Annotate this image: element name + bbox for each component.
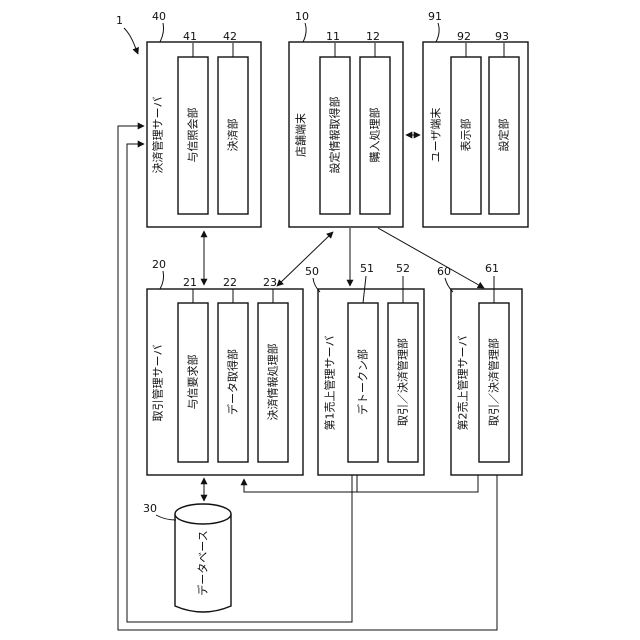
sales-server-1-label: 第1売上管理サーバ: [323, 336, 337, 431]
sales-server-1-ref: 50: [305, 265, 319, 278]
settings-acquisition-label: 設定情報取得部: [328, 97, 342, 174]
trans-settle-mgmt-2-ref: 61: [485, 262, 499, 275]
trans-settle-mgmt-2-label: 取引／決済管理部: [487, 338, 501, 426]
database-ref: 30: [143, 502, 157, 515]
display-label: 表示部: [459, 119, 473, 152]
credit-request-ref: 21: [183, 276, 197, 289]
sales-server-1-block: 50 第1売上管理サーバ 51 デトークン部 52 取引／決済管理部: [305, 262, 424, 475]
system-ref-label: 1: [116, 14, 123, 27]
payment-server-block: 40 決済管理サーバ 41 与信照会部 42 決済部: [147, 10, 261, 227]
setting-label: 設定部: [497, 119, 511, 152]
user-terminal-leader: [436, 23, 439, 42]
system-ref-arrow: [124, 28, 138, 54]
settlement-ref: 42: [223, 30, 237, 43]
data-acquisition-label: データ取得部: [226, 349, 240, 415]
detokenize-label: デトークン部: [356, 349, 370, 415]
data-acquisition-ref: 22: [223, 276, 237, 289]
payment-server-label: 決済管理サーバ: [151, 97, 165, 174]
settings-acquisition-ref: 11: [326, 30, 340, 43]
sales-server-2-label: 第2売上管理サーバ: [456, 336, 470, 431]
store-terminal-label: 店舗端末: [294, 113, 308, 157]
user-terminal-ref: 91: [428, 10, 442, 23]
trans-settle-mgmt-1-ref: 52: [396, 262, 410, 275]
transaction-server-leader: [160, 271, 164, 289]
sales-server-2-ref: 60: [437, 265, 451, 278]
database-leader: [156, 515, 176, 520]
database-label: データベース: [196, 530, 210, 595]
store-terminal-ref: 10: [295, 10, 309, 23]
link-sales2-to-feedback: [357, 475, 478, 492]
store-terminal-block: 10 店舗端末 11 設定情報取得部 12 購入処理部: [289, 10, 403, 227]
trans-settle-mgmt-1-label: 取引／決済管理部: [396, 338, 410, 426]
user-terminal-block: 91 ユーザ端末 92 表示部 93 設定部: [423, 10, 528, 227]
credit-request-label: 与信要求部: [186, 355, 200, 410]
display-ref: 92: [457, 30, 471, 43]
store-terminal-leader: [303, 23, 306, 42]
detokenize-ref: 51: [360, 262, 374, 275]
setting-ref: 93: [495, 30, 509, 43]
sales-server-2-block: 60 第2売上管理サーバ 61 取引／決済管理部: [437, 262, 522, 475]
purchase-processing-label: 購入処理部: [368, 108, 382, 163]
payment-server-ref: 40: [152, 10, 166, 23]
purchase-processing-ref: 12: [366, 30, 380, 43]
settlement-info-processing-ref: 23: [263, 276, 277, 289]
transaction-server-label: 取引管理サーバ: [151, 345, 165, 422]
link-store-sales2: [378, 228, 484, 288]
settlement-label: 決済部: [226, 119, 240, 152]
transaction-server-block: 20 取引管理サーバ 21 与信要求部 22 データ取得部 23 決済情報処理部: [147, 258, 303, 475]
credit-inquiry-ref: 41: [183, 30, 197, 43]
transaction-server-ref: 20: [152, 258, 166, 271]
payment-server-leader: [160, 23, 164, 42]
settlement-info-processing-label: 決済情報処理部: [266, 344, 280, 421]
credit-inquiry-label: 与信照会部: [186, 108, 200, 163]
link-sales1-to-transaction: [244, 475, 357, 492]
database-cylinder: 30 データベース: [143, 502, 231, 612]
user-terminal-label: ユーザ端末: [429, 108, 443, 163]
